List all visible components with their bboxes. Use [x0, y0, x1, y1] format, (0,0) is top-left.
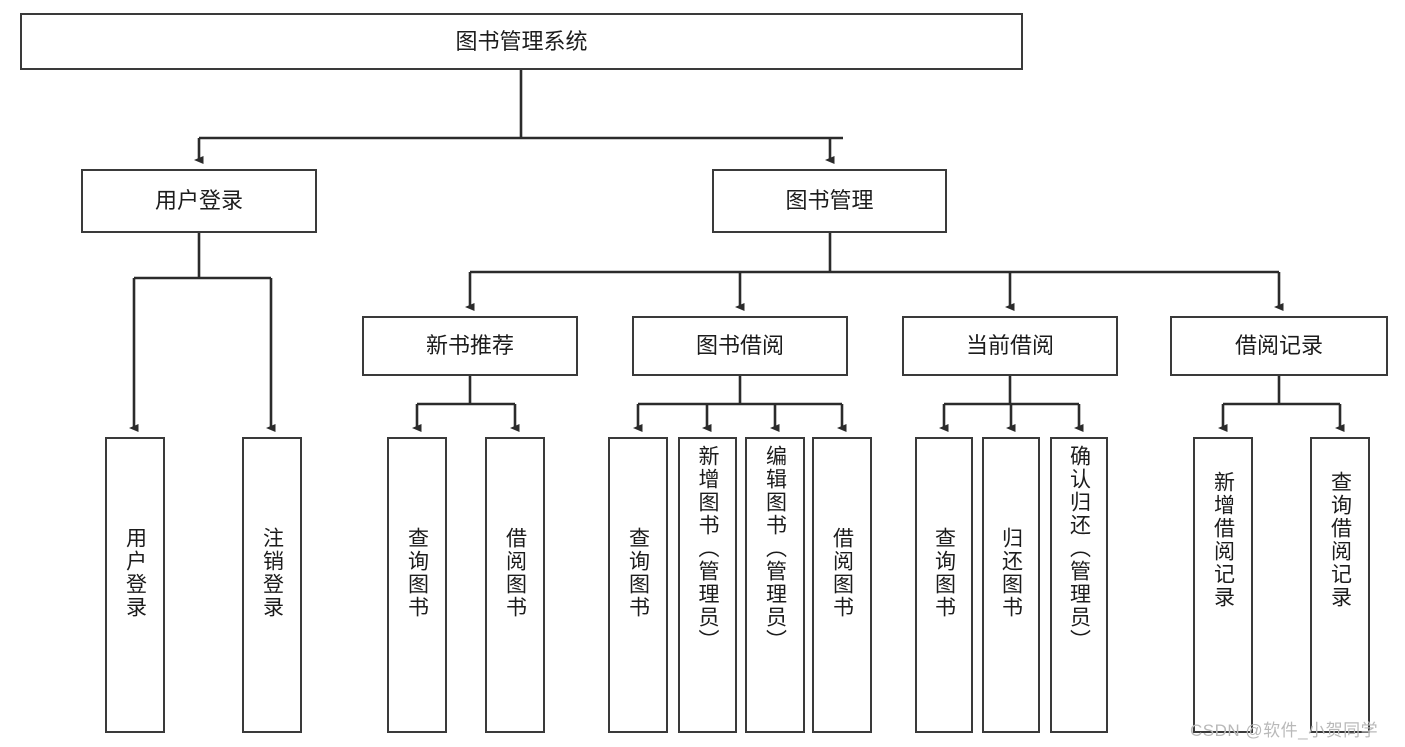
node-leaf-user-login-label: 用户登录: [123, 527, 147, 619]
node-leaf-query-record[interactable]: 查询借阅记录: [1310, 437, 1370, 733]
node-leaf-query-book-2-label: 查询图书: [626, 527, 650, 619]
node-leaf-borrow-book-2-label: 借阅图书: [830, 527, 854, 619]
node-current-borrow-label: 当前借阅: [965, 333, 1054, 359]
node-book-manage-label: 图书管理: [785, 188, 874, 214]
node-leaf-query-book-2[interactable]: 查询图书: [608, 437, 668, 733]
csdn-watermark: CSDN @软件_小贺同学: [1190, 721, 1379, 740]
node-borrow-record-label: 借阅记录: [1234, 333, 1323, 359]
node-leaf-query-book-3-label: 查询图书: [932, 527, 956, 619]
node-leaf-edit-book[interactable]: 编辑图书（管理员）: [745, 437, 805, 733]
node-new-book-rec[interactable]: 新书推荐: [362, 316, 578, 376]
node-leaf-user-logout-label: 注销登录: [260, 527, 284, 619]
node-leaf-add-book-label: 新增图书（管理员）: [696, 445, 719, 652]
node-leaf-borrow-book-2[interactable]: 借阅图书: [812, 437, 872, 733]
node-leaf-edit-book-label: 编辑图书（管理员）: [763, 445, 787, 652]
node-new-book-rec-label: 新书推荐: [425, 333, 514, 359]
node-book-borrow-label: 图书借阅: [695, 333, 784, 359]
node-borrow-record[interactable]: 借阅记录: [1170, 316, 1388, 376]
node-leaf-add-record-label: 新增借阅记录: [1211, 471, 1235, 609]
node-leaf-user-login[interactable]: 用户登录: [105, 437, 165, 733]
node-leaf-add-book[interactable]: 新增图书（管理员）: [678, 437, 737, 733]
node-leaf-borrow-book-1[interactable]: 借阅图书: [485, 437, 545, 733]
node-leaf-return-book[interactable]: 归还图书: [982, 437, 1040, 733]
node-user-login-label: 用户登录: [154, 188, 243, 214]
node-root[interactable]: 图书管理系统: [20, 13, 1023, 70]
node-leaf-borrow-book-1-label: 借阅图书: [503, 527, 527, 619]
node-user-login[interactable]: 用户登录: [81, 169, 317, 233]
node-leaf-query-record-label: 查询借阅记录: [1328, 471, 1352, 609]
node-leaf-query-book-1[interactable]: 查询图书: [387, 437, 447, 733]
node-leaf-query-book-1-label: 查询图书: [405, 527, 429, 619]
node-leaf-confirm-return[interactable]: 确认归还（管理员）: [1050, 437, 1108, 733]
node-book-manage[interactable]: 图书管理: [712, 169, 947, 233]
node-leaf-return-book-label: 归还图书: [999, 527, 1023, 619]
node-leaf-query-book-3[interactable]: 查询图书: [915, 437, 973, 733]
node-book-borrow[interactable]: 图书借阅: [632, 316, 848, 376]
node-leaf-add-record[interactable]: 新增借阅记录: [1193, 437, 1253, 733]
node-root-label: 图书管理系统: [455, 28, 588, 54]
node-current-borrow[interactable]: 当前借阅: [902, 316, 1118, 376]
node-leaf-user-logout[interactable]: 注销登录: [242, 437, 302, 733]
node-leaf-confirm-return-label: 确认归还（管理员）: [1067, 445, 1091, 652]
